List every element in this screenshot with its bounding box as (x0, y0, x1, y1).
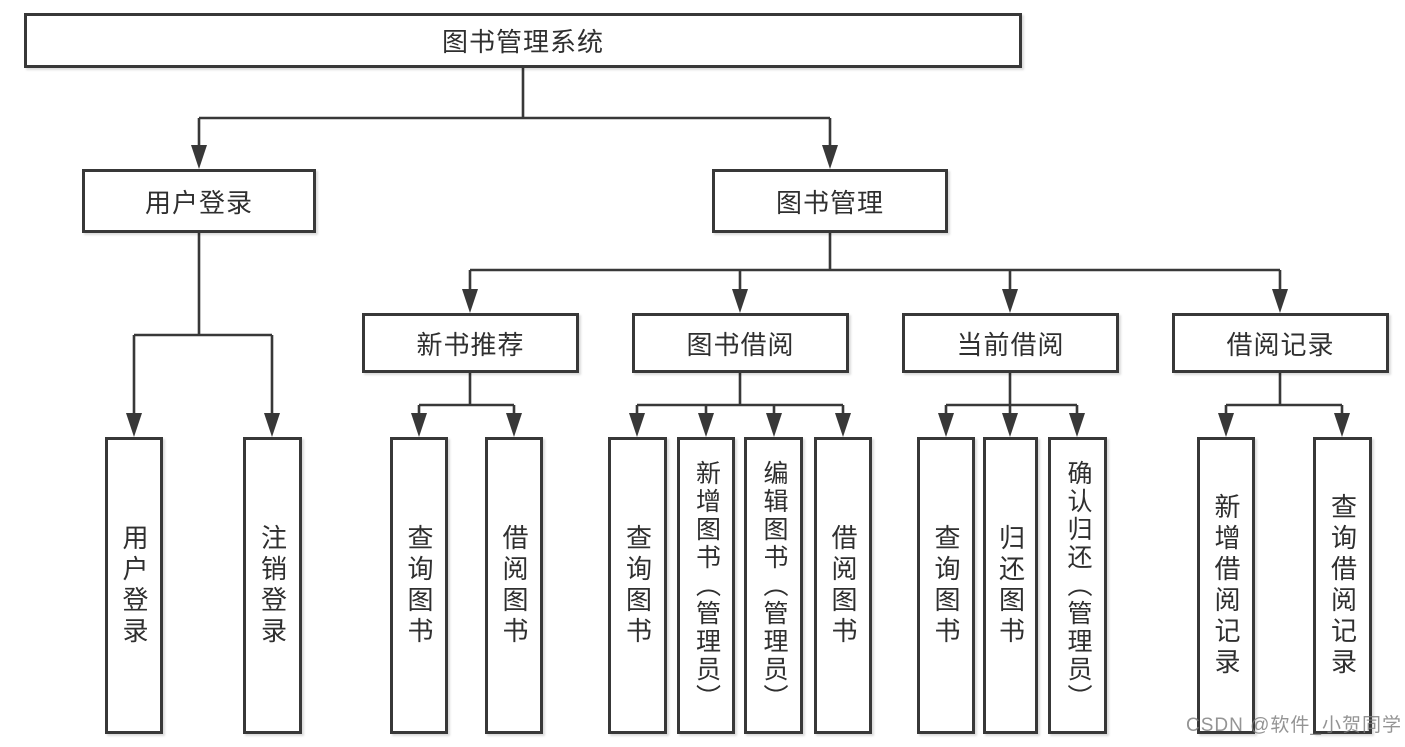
arrowhead-icons (126, 145, 1350, 437)
leaf-confirm-return-admin: 确认归还（管理员） (1048, 437, 1107, 734)
leaf-logout-label: 注销登录 (257, 523, 288, 648)
leaf-query-book-current: 查询图书 (917, 437, 975, 734)
leaf-query-book-current-label: 查询图书 (931, 523, 961, 648)
leaf-add-book-admin: 新增图书（管理员） (677, 437, 735, 734)
leaf-user-login-label: 用户登录 (119, 523, 149, 648)
leaf-borrow-book-recommend: 借阅图书 (485, 437, 543, 734)
leaf-add-borrow-record: 新增借阅记录 (1197, 437, 1255, 734)
node-borrow-record-label: 借阅记录 (1226, 329, 1335, 360)
leaf-return-book-label: 归还图书 (995, 523, 1026, 648)
leaf-query-book-recommend-label: 查询图书 (404, 523, 434, 648)
leaf-query-book-borrow: 查询图书 (608, 437, 667, 734)
leaf-borrow-book-label: 借阅图书 (828, 523, 858, 648)
leaf-query-book-recommend: 查询图书 (390, 437, 448, 734)
node-book-management: 图书管理 (712, 169, 948, 233)
leaf-return-book: 归还图书 (983, 437, 1038, 734)
leaf-borrow-book-recommend-label: 借阅图书 (499, 523, 529, 648)
leaf-edit-book-admin: 编辑图书（管理员） (744, 437, 803, 734)
node-current-borrow-label: 当前借阅 (956, 329, 1065, 360)
node-book-borrow: 图书借阅 (632, 313, 849, 373)
node-user-login: 用户登录 (82, 169, 316, 233)
leaf-add-book-admin-label: 新增图书（管理员） (692, 459, 721, 712)
leaf-add-borrow-record-label: 新增借阅记录 (1211, 492, 1241, 679)
leaf-query-borrow-record-label: 查询借阅记录 (1327, 492, 1358, 679)
node-book-borrow-label: 图书借阅 (686, 329, 795, 360)
leaf-query-book-borrow-label: 查询图书 (622, 523, 653, 648)
node-new-book-recommend-label: 新书推荐 (416, 329, 525, 360)
node-root-label: 图书管理系统 (441, 27, 604, 57)
leaf-confirm-return-admin-label: 确认归还（管理员） (1064, 459, 1092, 712)
leaf-borrow-book: 借阅图书 (814, 437, 872, 734)
csdn-watermark: CSDN @软件_小贺同学 (1186, 715, 1402, 736)
leaf-logout: 注销登录 (243, 437, 302, 734)
node-user-login-label: 用户登录 (144, 187, 253, 218)
node-book-management-label: 图书管理 (775, 187, 884, 218)
node-borrow-record: 借阅记录 (1172, 313, 1389, 373)
node-current-borrow: 当前借阅 (902, 313, 1119, 373)
leaf-edit-book-admin-label: 编辑图书（管理员） (760, 459, 788, 712)
leaf-user-login: 用户登录 (105, 437, 163, 734)
leaf-query-borrow-record: 查询借阅记录 (1313, 437, 1372, 734)
node-root: 图书管理系统 (24, 13, 1022, 68)
node-new-book-recommend: 新书推荐 (362, 313, 579, 373)
